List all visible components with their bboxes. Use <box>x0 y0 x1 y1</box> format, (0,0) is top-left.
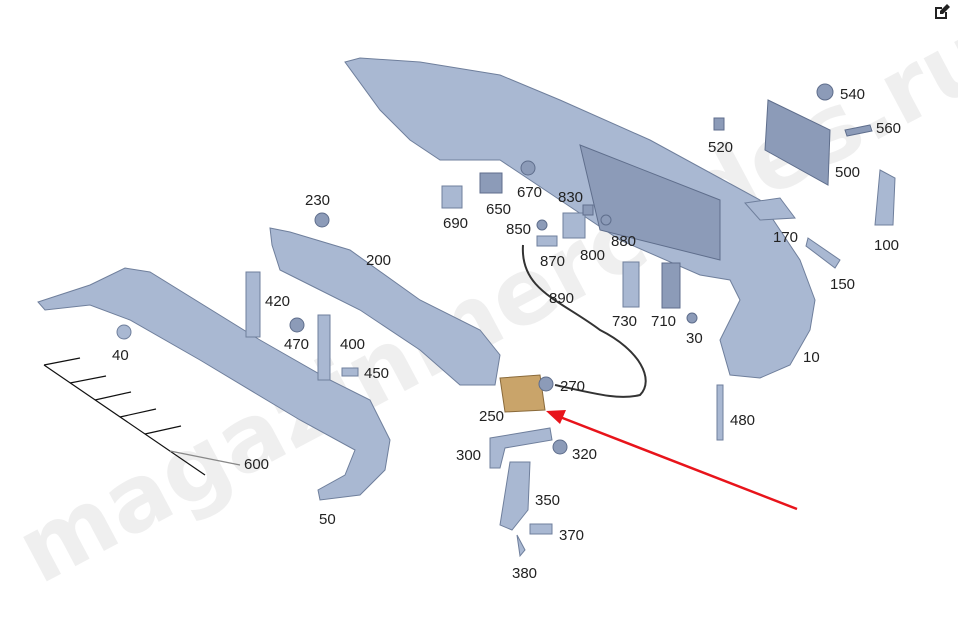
part-300[interactable] <box>489 427 553 469</box>
label-850[interactable]: 850 <box>506 221 531 238</box>
label-30[interactable]: 30 <box>686 330 703 347</box>
part-170[interactable] <box>744 197 796 221</box>
label-50[interactable]: 50 <box>319 511 336 528</box>
part-carrier-200[interactable] <box>269 227 501 386</box>
part-560[interactable] <box>844 124 873 137</box>
edit-icon[interactable] <box>932 2 952 22</box>
part-450[interactable] <box>341 367 359 377</box>
label-230[interactable]: 230 <box>305 192 330 209</box>
label-480[interactable]: 480 <box>730 412 755 429</box>
part-890-cable[interactable] <box>521 244 647 398</box>
part-710[interactable] <box>661 262 681 309</box>
part-870[interactable] <box>536 235 558 247</box>
part-400[interactable] <box>317 314 331 381</box>
part-830[interactable] <box>582 204 594 216</box>
part-480[interactable] <box>716 384 724 441</box>
label-800[interactable]: 800 <box>580 247 605 264</box>
label-880[interactable]: 880 <box>611 233 636 250</box>
part-730[interactable] <box>622 261 640 308</box>
label-710[interactable]: 710 <box>651 313 676 330</box>
part-230[interactable] <box>314 212 330 228</box>
label-560[interactable]: 560 <box>876 120 901 137</box>
part-40[interactable] <box>116 324 132 340</box>
part-420[interactable] <box>245 271 261 338</box>
label-380[interactable]: 380 <box>512 565 537 582</box>
label-420[interactable]: 420 <box>265 293 290 310</box>
part-diffuser-50[interactable] <box>37 267 391 501</box>
label-730[interactable]: 730 <box>612 313 637 330</box>
part-850[interactable] <box>536 219 548 231</box>
part-470[interactable] <box>289 317 305 333</box>
part-670[interactable] <box>520 160 536 176</box>
label-670[interactable]: 670 <box>517 184 542 201</box>
part-270[interactable] <box>538 376 554 392</box>
label-650[interactable]: 650 <box>486 201 511 218</box>
label-870[interactable]: 870 <box>540 253 565 270</box>
part-150[interactable] <box>805 237 841 269</box>
label-350[interactable]: 350 <box>535 492 560 509</box>
part-100[interactable] <box>874 169 896 226</box>
label-600[interactable]: 600 <box>244 456 269 473</box>
part-30[interactable] <box>686 312 698 324</box>
label-400[interactable]: 400 <box>340 336 365 353</box>
label-300[interactable]: 300 <box>456 447 481 464</box>
label-450[interactable]: 450 <box>364 365 389 382</box>
part-690[interactable] <box>441 185 463 209</box>
label-540[interactable]: 540 <box>840 86 865 103</box>
part-bumper-10[interactable] <box>344 57 816 379</box>
label-470[interactable]: 470 <box>284 336 309 353</box>
part-650[interactable] <box>479 172 503 194</box>
label-370[interactable]: 370 <box>559 527 584 544</box>
label-40[interactable]: 40 <box>112 347 129 364</box>
label-250[interactable]: 250 <box>479 408 504 425</box>
label-200[interactable]: 200 <box>366 252 391 269</box>
part-540[interactable] <box>816 83 834 101</box>
label-690[interactable]: 690 <box>443 215 468 232</box>
label-890[interactable]: 890 <box>549 290 574 307</box>
part-800[interactable] <box>562 212 586 239</box>
part-labels: 540 560 520 500 230 670 830 690 650 850 … <box>112 86 901 582</box>
label-10[interactable]: 10 <box>803 349 820 366</box>
part-320[interactable] <box>552 439 568 455</box>
part-380[interactable] <box>516 534 526 558</box>
highlight-arrow <box>546 410 798 511</box>
part-370[interactable] <box>529 523 553 535</box>
label-320[interactable]: 320 <box>572 446 597 463</box>
part-350[interactable] <box>499 461 531 531</box>
label-830[interactable]: 830 <box>558 189 583 206</box>
label-150[interactable]: 150 <box>830 276 855 293</box>
bumper-recess <box>579 144 721 261</box>
part-520[interactable] <box>713 117 725 131</box>
label-270[interactable]: 270 <box>560 378 585 395</box>
label-500[interactable]: 500 <box>835 164 860 181</box>
part-880[interactable] <box>600 214 612 226</box>
label-170[interactable]: 170 <box>773 229 798 246</box>
label-100[interactable]: 100 <box>874 237 899 254</box>
part-600-strips[interactable] <box>43 357 241 476</box>
part-plate-500[interactable] <box>764 99 831 186</box>
part-250-highlighted[interactable] <box>499 374 546 413</box>
label-520[interactable]: 520 <box>708 139 733 156</box>
